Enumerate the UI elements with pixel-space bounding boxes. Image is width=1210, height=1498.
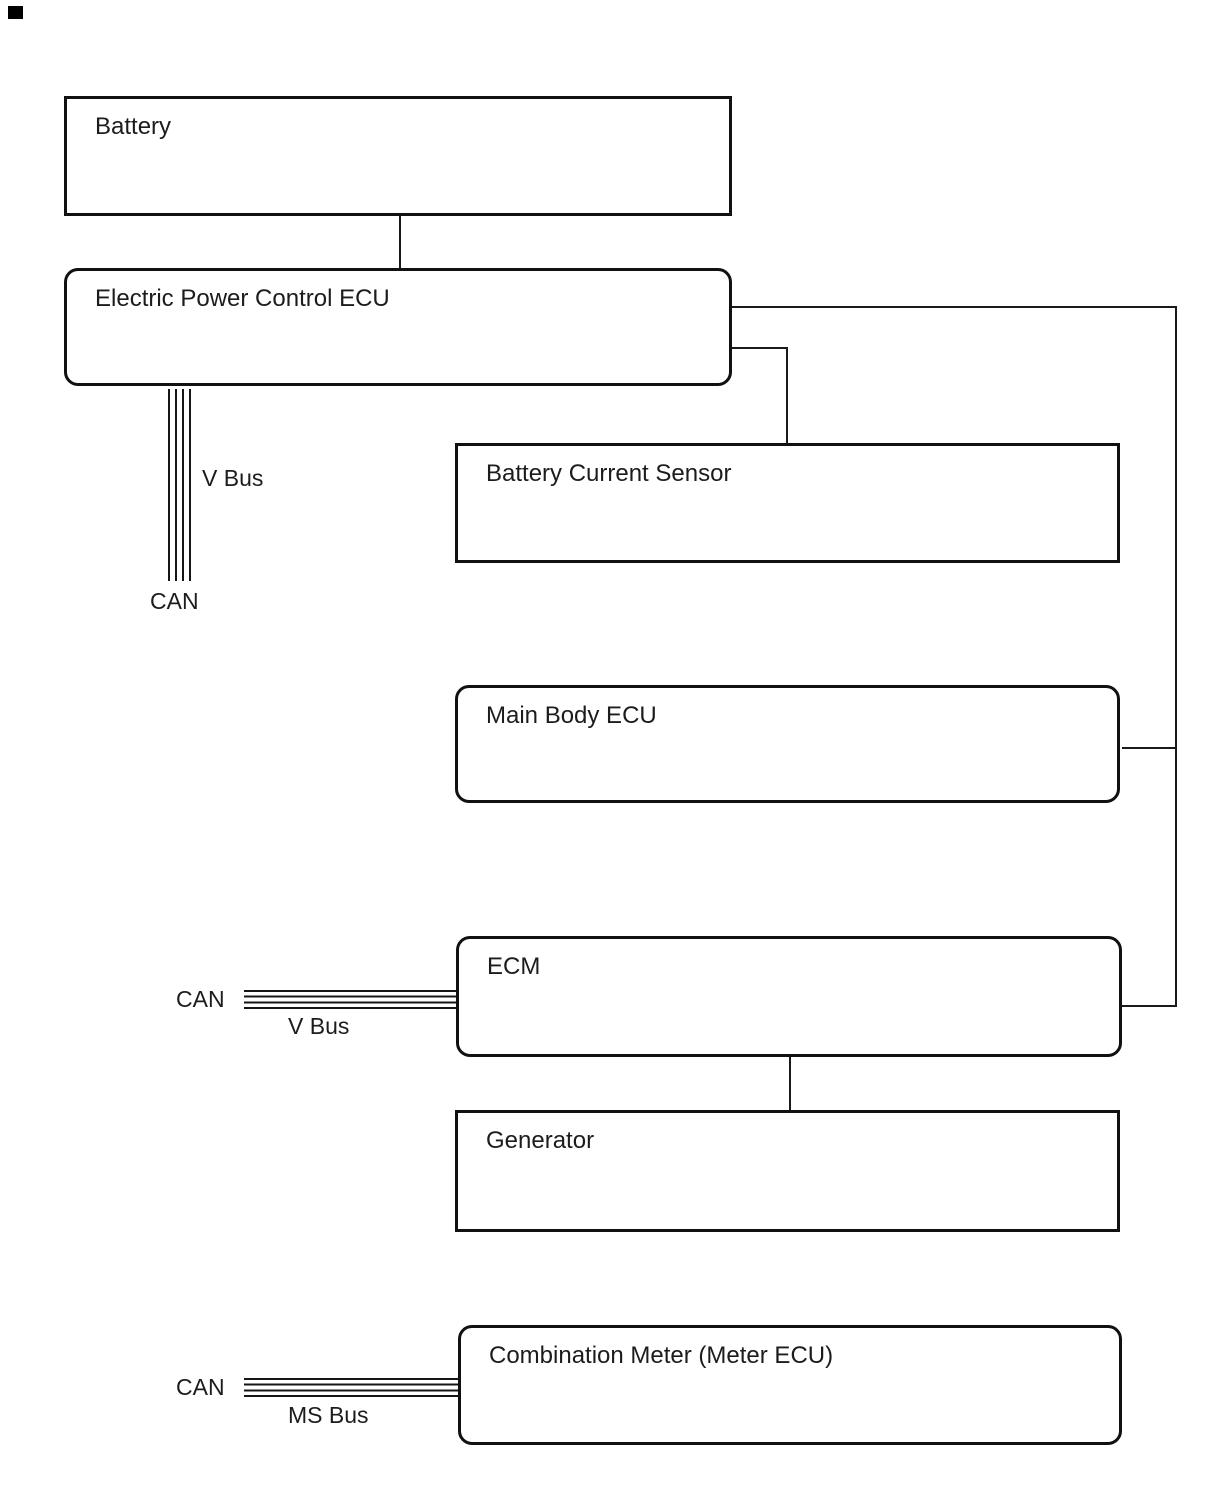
node-label: Electric Power Control ECU (95, 285, 390, 312)
connector-epc-to-battery-current-sensor-horizontal (730, 347, 788, 349)
page-corner-mark (8, 6, 23, 19)
bus-type-label: CAN (150, 588, 199, 614)
connector-battery-to-epc (399, 214, 401, 270)
connector-ecm-to-generator (789, 1057, 791, 1110)
connector-ecm-stub (1122, 1005, 1175, 1007)
node-label: Main Body ECU (486, 702, 657, 729)
node-ecm: ECM (456, 936, 1122, 1057)
connector-epc-trunk-horizontal (730, 306, 1177, 308)
node-label: ECM (487, 953, 541, 980)
bus-name-label: MS Bus (288, 1402, 369, 1428)
node-generator: Generator (455, 1110, 1120, 1232)
node-combination-meter: Combination Meter (Meter ECU) (458, 1325, 1122, 1445)
connector-epc-to-battery-current-sensor-vertical (786, 347, 788, 443)
bus-name-label: V Bus (288, 1013, 350, 1039)
connector-main-body-ecu-stub (1122, 747, 1175, 749)
can-bus-meter-ms-bus (244, 1378, 460, 1397)
can-bus-ecm-v-bus (244, 990, 456, 1009)
bus-type-label: CAN (176, 986, 225, 1012)
node-battery-current-sensor: Battery Current Sensor (455, 443, 1120, 563)
node-label: Combination Meter (Meter ECU) (489, 1342, 834, 1369)
bus-name-label: V Bus (202, 465, 264, 491)
node-label: Battery (95, 113, 172, 140)
can-bus-epc-v-bus (168, 389, 191, 581)
node-main-body-ecu: Main Body ECU (455, 685, 1120, 803)
node-label: Generator (486, 1127, 595, 1154)
node-electric-power-control-ecu: Electric Power Control ECU (64, 268, 732, 386)
bus-type-label: CAN (176, 1374, 225, 1400)
connector-right-trunk-vertical (1175, 306, 1177, 1007)
node-battery: Battery (64, 96, 732, 216)
node-label: Battery Current Sensor (486, 460, 732, 487)
